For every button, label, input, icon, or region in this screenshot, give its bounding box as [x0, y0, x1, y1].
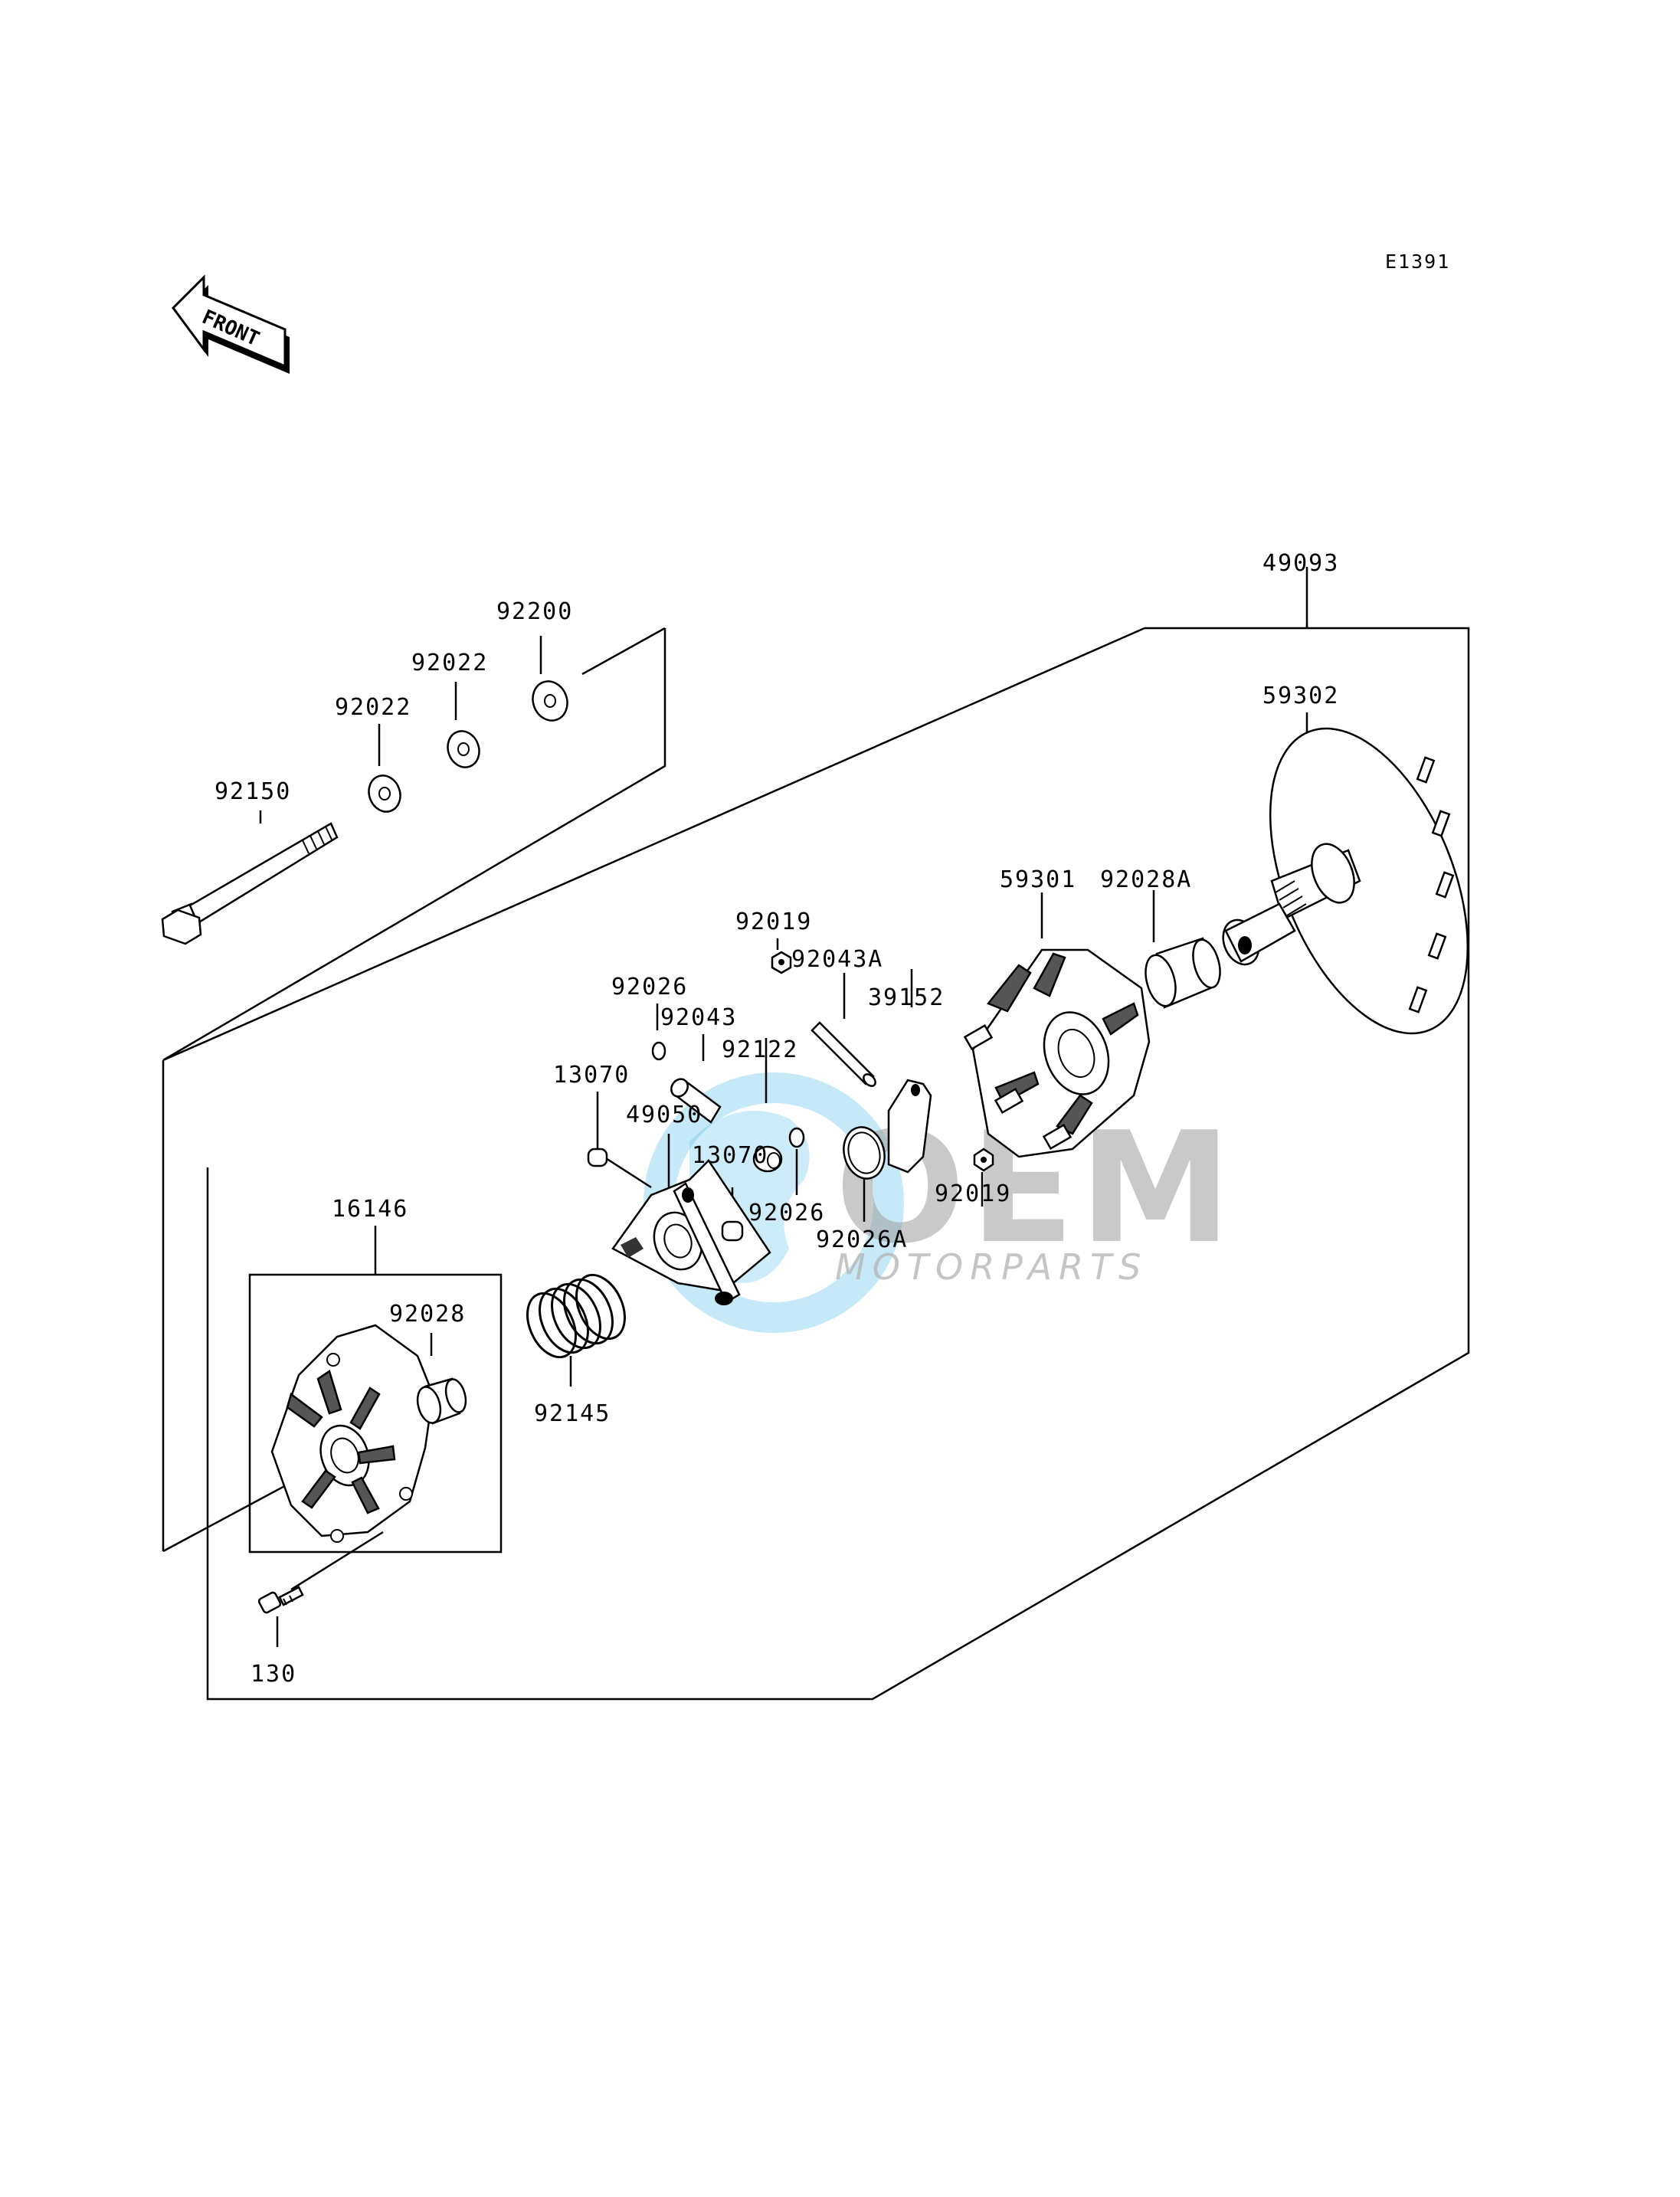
- label-92200: 92200: [496, 598, 573, 625]
- part-92019-nut-a: [771, 951, 792, 974]
- label-49050: 49050: [626, 1102, 702, 1128]
- label-59302: 59302: [1262, 683, 1339, 709]
- label-39152: 39152: [868, 984, 945, 1011]
- part-92026A-shim: [843, 1126, 886, 1180]
- label-92019-lower: 92019: [935, 1180, 1011, 1207]
- label-92043A: 92043A: [791, 946, 883, 973]
- label-13070-upper: 13070: [553, 1062, 630, 1089]
- part-13070-slider-a: [587, 1148, 608, 1167]
- label-13070-lower: 13070: [692, 1142, 768, 1169]
- front-arrow-icon: FRONT: [172, 274, 290, 374]
- label-92043: 92043: [660, 1004, 737, 1031]
- label-92145: 92145: [534, 1400, 611, 1427]
- part-59302-sheave: [1222, 727, 1469, 1035]
- part-59301-sheave: [963, 948, 1151, 1158]
- part-92028A-bushing: [1145, 937, 1221, 1009]
- outline-washers: [162, 628, 666, 1062]
- label-92026A: 92026A: [816, 1226, 908, 1253]
- part-92122-roller: [752, 1145, 783, 1173]
- part-92026-washer-b: [788, 1127, 805, 1148]
- part-16146-cover: [270, 1324, 434, 1543]
- label-16146: 16146: [332, 1196, 408, 1223]
- part-13070-slider-b: [721, 1220, 744, 1242]
- part-92028-bushing: [416, 1377, 467, 1425]
- label-92019-upper: 92019: [735, 909, 812, 935]
- part-92019-nut-b: [973, 1148, 994, 1172]
- outline-49093: [206, 627, 1470, 1701]
- label-92022-lower: 92022: [335, 694, 411, 721]
- part-92043A-pin: [811, 1021, 876, 1087]
- label-59301: 59301: [1000, 866, 1076, 893]
- part-92022-washer-b: [368, 774, 401, 813]
- label-92026-upper: 92026: [611, 974, 688, 1000]
- watermark-subtitle: MOTORPARTS: [835, 1246, 1148, 1288]
- part-92022-washer-a: [447, 730, 480, 768]
- part-92150-bolt: [161, 822, 339, 945]
- part-39152-weight: [887, 1079, 932, 1174]
- label-92022-upper: 92022: [411, 650, 488, 676]
- label-92122: 92122: [722, 1036, 798, 1063]
- part-49050-spider: [611, 1159, 771, 1305]
- part-92026-washer-a: [651, 1041, 666, 1061]
- part-92043-pin: [670, 1078, 722, 1124]
- label-92026-lower: 92026: [748, 1200, 825, 1226]
- part-92200-washer: [532, 680, 568, 722]
- label-130: 130: [251, 1661, 296, 1688]
- label-92028A: 92028A: [1100, 866, 1192, 893]
- label-49093: 49093: [1262, 550, 1339, 577]
- diagram-code: E1391: [1385, 250, 1450, 273]
- part-labels: 49093 59302 59301 92028A 92200 92022 920…: [215, 550, 1339, 1688]
- label-92028: 92028: [389, 1301, 466, 1328]
- part-92145-spring: [526, 1273, 626, 1359]
- part-130-bolt: [257, 1586, 304, 1614]
- label-92150: 92150: [215, 778, 291, 805]
